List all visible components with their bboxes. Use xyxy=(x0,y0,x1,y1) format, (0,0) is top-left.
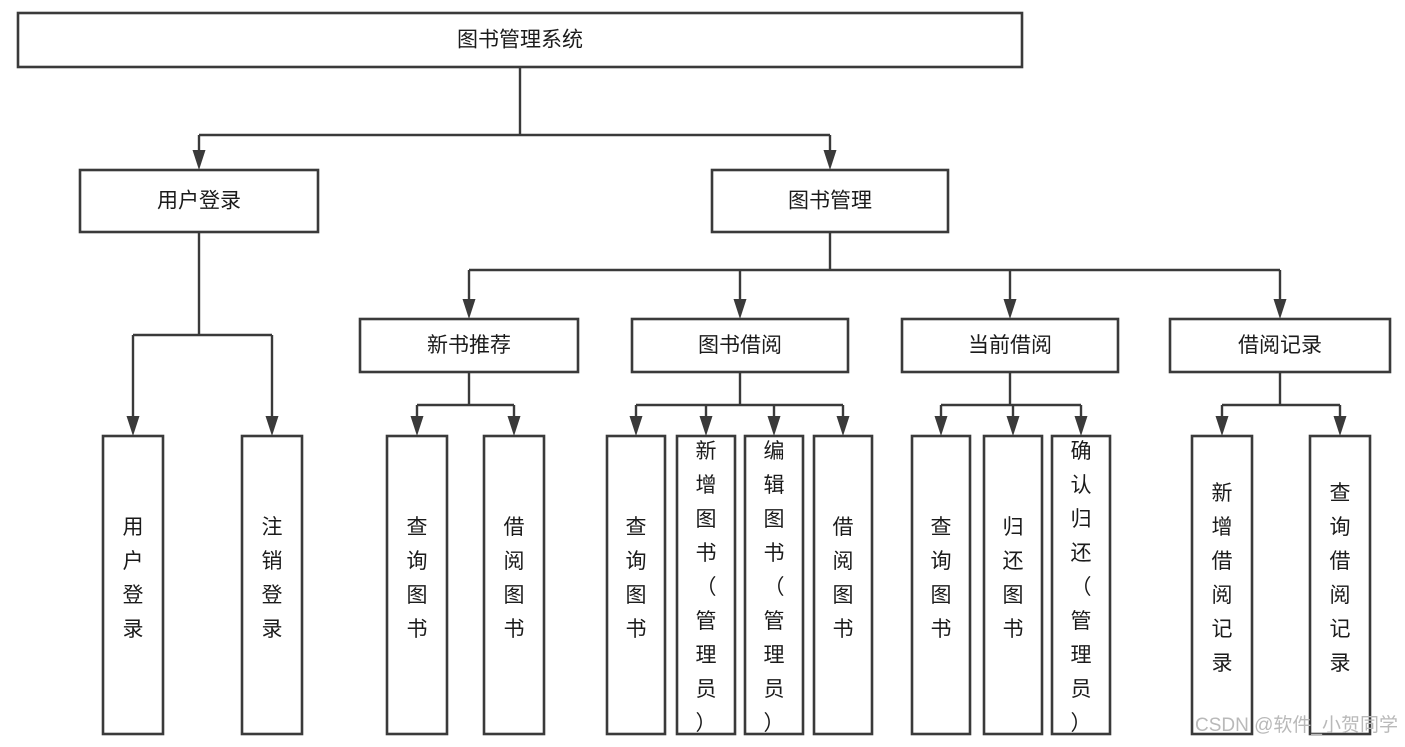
node-box[interactable] xyxy=(605,434,667,736)
arrowhead-icon xyxy=(629,416,643,436)
node-l-user-login[interactable]: 用户登录 xyxy=(101,434,165,736)
node-box[interactable] xyxy=(101,434,165,736)
node-label: 当前借阅 xyxy=(968,334,1052,357)
node-box[interactable] xyxy=(710,168,950,234)
arrowhead-icon xyxy=(836,416,850,436)
node-box[interactable] xyxy=(385,434,449,736)
arrowhead-icon xyxy=(192,150,206,170)
arrowhead-icon xyxy=(1215,416,1229,436)
node-box[interactable] xyxy=(982,434,1044,736)
node-box[interactable] xyxy=(630,317,850,374)
arrowhead-icon xyxy=(462,299,476,319)
node-label: 查询借阅记录 xyxy=(1330,482,1351,675)
node-root[interactable]: 图书管理系统 xyxy=(16,11,1024,69)
node-box[interactable] xyxy=(240,434,304,736)
node-l-query-book-1[interactable]: 查询图书 xyxy=(385,434,449,736)
connector-c-book-borrow xyxy=(629,372,850,436)
arrowhead-icon xyxy=(126,416,140,436)
node-label: 图书借阅 xyxy=(698,334,782,357)
connector-c-new-book-rec xyxy=(410,372,521,436)
node-box[interactable] xyxy=(1190,434,1254,736)
node-label: 图书管理 xyxy=(788,190,872,213)
connector-c-root xyxy=(192,67,837,170)
connector-c-current-borrow xyxy=(934,372,1088,436)
node-label: 新增借阅记录 xyxy=(1212,482,1233,675)
arrowhead-icon xyxy=(507,416,521,436)
arrowhead-icon xyxy=(934,416,948,436)
arrowhead-icon xyxy=(410,416,424,436)
node-box[interactable] xyxy=(900,317,1120,374)
node-n-new-book-rec[interactable]: 新书推荐 xyxy=(358,317,580,374)
connector-c-borrow-record xyxy=(1215,372,1347,436)
node-l-confirm-return-admin[interactable]: 确认归还（管理员） xyxy=(1050,434,1112,736)
node-box[interactable] xyxy=(1050,434,1112,736)
node-label: 用户登录 xyxy=(157,190,241,213)
node-label: 用户登录 xyxy=(123,516,144,641)
node-label: 借阅图书 xyxy=(833,516,854,641)
node-box[interactable] xyxy=(358,317,580,374)
node-box[interactable] xyxy=(16,11,1024,69)
node-n-book-borrow[interactable]: 图书借阅 xyxy=(630,317,850,374)
node-n-user-login[interactable]: 用户登录 xyxy=(78,168,320,234)
node-label: 编辑图书（管理员） xyxy=(764,440,785,735)
arrowhead-icon xyxy=(767,416,781,436)
arrowhead-icon xyxy=(1074,416,1088,436)
node-l-query-borrow-record[interactable]: 查询借阅记录 xyxy=(1308,434,1372,736)
arrowhead-icon xyxy=(699,416,713,436)
node-box[interactable] xyxy=(1308,434,1372,736)
node-label: 查询图书 xyxy=(931,516,952,641)
nodes-layer: 图书管理系统用户登录图书管理新书推荐图书借阅当前借阅借阅记录用户登录注销登录查询… xyxy=(16,11,1392,736)
node-box[interactable] xyxy=(1168,317,1392,374)
node-label: 借阅图书 xyxy=(504,516,525,641)
node-box[interactable] xyxy=(743,434,805,736)
node-label: 确认归还（管理员） xyxy=(1071,440,1092,735)
node-label: 新增图书（管理员） xyxy=(696,440,717,735)
node-l-edit-book-admin[interactable]: 编辑图书（管理员） xyxy=(743,434,805,736)
arrowhead-icon xyxy=(265,416,279,436)
connectors-layer xyxy=(126,67,1347,436)
arrowhead-icon xyxy=(823,150,837,170)
connector-c-book-mgmt xyxy=(462,232,1287,319)
arrowhead-icon xyxy=(1003,299,1017,319)
node-l-query-book-3[interactable]: 查询图书 xyxy=(910,434,972,736)
node-label: 借阅记录 xyxy=(1238,334,1322,357)
connector-c-user-login xyxy=(126,232,279,436)
node-l-borrow-book-2[interactable]: 借阅图书 xyxy=(812,434,874,736)
node-label: 归还图书 xyxy=(1003,516,1024,641)
arrowhead-icon xyxy=(1273,299,1287,319)
node-l-borrow-book-1[interactable]: 借阅图书 xyxy=(482,434,546,736)
node-box[interactable] xyxy=(482,434,546,736)
node-label: 新书推荐 xyxy=(427,334,511,357)
node-l-return-book[interactable]: 归还图书 xyxy=(982,434,1044,736)
arrowhead-icon xyxy=(1333,416,1347,436)
arrowhead-icon xyxy=(733,299,747,319)
node-n-book-mgmt[interactable]: 图书管理 xyxy=(710,168,950,234)
node-label: 查询图书 xyxy=(407,516,428,641)
node-box[interactable] xyxy=(675,434,737,736)
node-box[interactable] xyxy=(910,434,972,736)
csdn-watermark: CSDN @软件_小贺同学 xyxy=(1195,714,1398,736)
node-box[interactable] xyxy=(812,434,874,736)
node-label: 图书管理系统 xyxy=(457,29,583,52)
node-n-borrow-record[interactable]: 借阅记录 xyxy=(1168,317,1392,374)
node-l-query-book-2[interactable]: 查询图书 xyxy=(605,434,667,736)
node-label: 查询图书 xyxy=(626,516,647,641)
node-l-user-logout[interactable]: 注销登录 xyxy=(240,434,304,736)
node-l-add-book-admin[interactable]: 新增图书（管理员） xyxy=(675,434,737,736)
node-l-add-borrow-record[interactable]: 新增借阅记录 xyxy=(1190,434,1254,736)
arrowhead-icon xyxy=(1006,416,1020,436)
node-label: 注销登录 xyxy=(262,516,283,641)
node-box[interactable] xyxy=(78,168,320,234)
node-n-current-borrow[interactable]: 当前借阅 xyxy=(900,317,1120,374)
